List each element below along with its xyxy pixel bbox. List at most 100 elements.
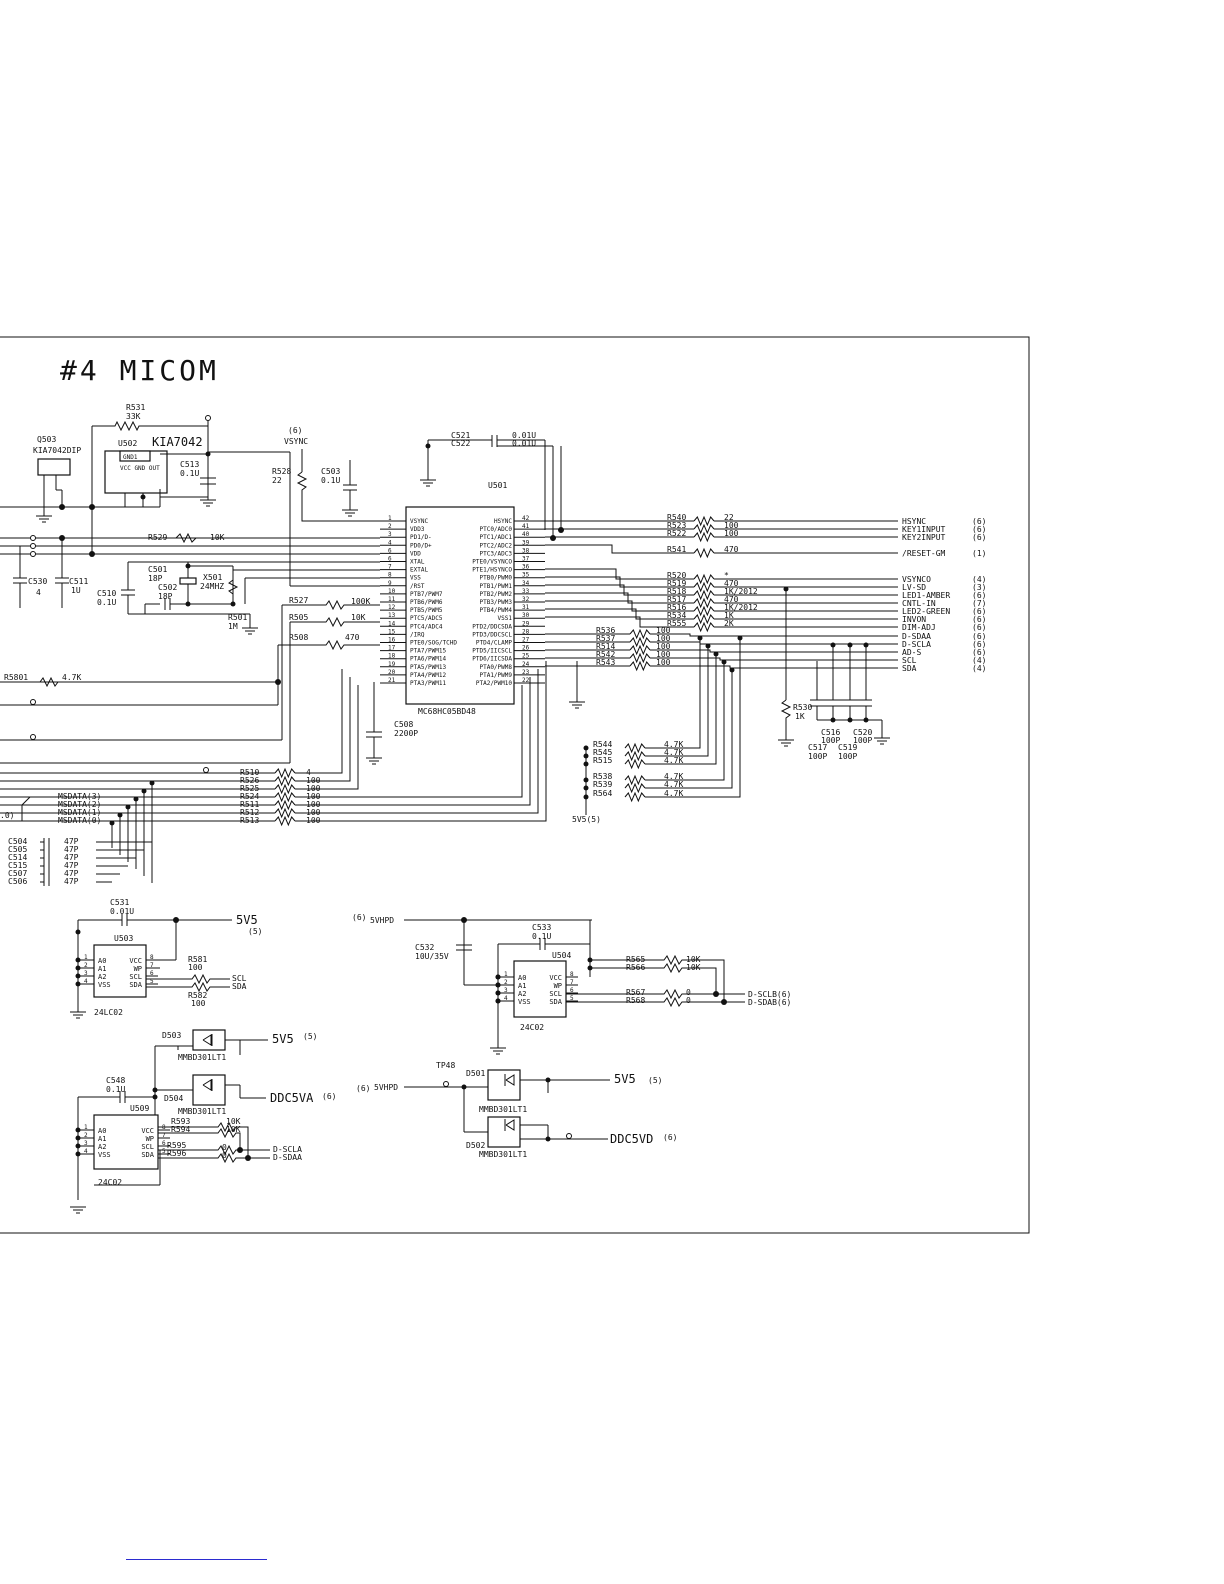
svg-text:0.01U: 0.01U [512, 431, 536, 440]
series-resistor-value: 1K [724, 611, 734, 620]
vdd-decoupling: C521 C522 0.01U 0.01U [420, 431, 564, 541]
svg-text:18P: 18P [148, 574, 163, 583]
svg-text:D-SCLA: D-SCLA [273, 1145, 302, 1154]
mcu-pin-name: PTD4/CLAMP [476, 640, 513, 647]
output-net-sheet: (6) [972, 640, 986, 649]
svg-text:0.1U: 0.1U [532, 932, 551, 941]
output-net-label: INVON [902, 615, 926, 624]
eeprom-pin-name: VSS [98, 1151, 111, 1159]
pullup-ref: R539 [593, 780, 612, 789]
pullup-value: 4.7K [664, 740, 683, 749]
eeprom-pin-name: VCC [141, 1127, 154, 1135]
mcu-pin-name: PTC3/ADC3 [479, 550, 512, 557]
cap-47p-ref: C505 [8, 845, 27, 854]
series-resistor-ref: R534 [667, 611, 686, 620]
eeprom-pin-number: 8 [570, 971, 574, 978]
mcu-pin-name: PTA7/PWM15 [410, 648, 447, 655]
svg-text:(5): (5) [248, 927, 262, 936]
right-output-nets: HSYNC(6)KEY1INPUT(6)KEY2INPUT(6)/RESET-G… [545, 513, 986, 673]
mcu-pin-number: 23 [522, 669, 530, 676]
q503-package [37, 458, 71, 476]
cap-47p-value: 47P [64, 869, 79, 878]
mcu-pin-name: PTC4/ADC4 [410, 623, 443, 630]
svg-text:D502: D502 [466, 1141, 485, 1150]
eeprom-pin-number: 3 [84, 1140, 88, 1147]
mcu-pin-name: /IRQ [410, 631, 425, 638]
mcu-pin-name: VSS1 [498, 615, 513, 622]
series-resistor-ref: R520 [667, 571, 686, 580]
svg-text:R528: R528 [272, 467, 291, 476]
series-resistor-ref: R555 [667, 619, 686, 628]
cap-47p-value: 47P [64, 877, 79, 886]
mcu-pin-number: 12 [388, 604, 396, 611]
output-net-label: LED2-GREEN [902, 607, 950, 616]
series-resistor-ref: R516 [667, 603, 686, 612]
eeprom-pin-name: A2 [98, 1143, 106, 1151]
mcu-pin-number: 4 [388, 539, 392, 546]
mcu-pin-name: PTB1/PWM1 [479, 583, 512, 590]
svg-text:KIA7042: KIA7042 [152, 435, 203, 449]
mcu-pin-number: 6 [388, 556, 392, 563]
series-resistor-value: 470 [724, 595, 739, 604]
svg-text:C501: C501 [148, 565, 167, 574]
series-resistor-value: 470 [724, 579, 739, 588]
eeprom-pin-name: SDA [549, 998, 562, 1006]
svg-text:DDC5VA: DDC5VA [270, 1091, 314, 1105]
series-resistor-value: 1K/2012 [724, 587, 758, 596]
mcu-pin-number: 13 [388, 612, 396, 619]
mcu-pin-number: 24 [522, 661, 530, 668]
svg-text:(6): (6) [352, 913, 366, 922]
series-resistor-value: 100 [656, 658, 671, 667]
mcu-pin-number: 8 [388, 572, 392, 579]
eeprom-pin-name: SDA [141, 1151, 154, 1159]
svg-text:(6): (6) [322, 1092, 336, 1101]
cap-47p-value: 47P [64, 845, 79, 854]
eeprom-pin-number: 1 [84, 954, 88, 961]
svg-text:0.1U: 0.1U [180, 469, 199, 478]
svg-text:R595: R595 [167, 1141, 186, 1150]
pullup-value: 4.7K [664, 748, 683, 757]
mcu-pin-name: PTC0/ADC0 [479, 526, 512, 533]
output-net-sheet: (7) [972, 599, 986, 608]
svg-text:KIA7042DIP: KIA7042DIP [33, 446, 81, 455]
cap-47p-ref: C507 [8, 869, 27, 878]
svg-text:100P: 100P [808, 752, 827, 761]
svg-text:0: 0 [222, 1151, 227, 1160]
svg-text:MMBD301LT1: MMBD301LT1 [479, 1150, 527, 1159]
svg-text:10K: 10K [686, 963, 701, 972]
sheet-title: #4 MICOM [60, 354, 219, 387]
mcu-pin-name: PTB4/PWM4 [479, 607, 512, 614]
svg-text:R596: R596 [167, 1149, 186, 1158]
mcu-pin-number: 29 [522, 620, 530, 627]
series-resistor-value: 1K/2012 [724, 603, 758, 612]
pullup-value: 4.7K [664, 772, 683, 781]
svg-text:10K: 10K [351, 613, 366, 622]
svg-text:C502: C502 [158, 583, 177, 592]
svg-text:C513: C513 [180, 460, 199, 469]
svg-text:MMBD301LT1: MMBD301LT1 [479, 1105, 527, 1114]
vsync-input: (6) VSYNC R528 22 C503 0.1U [272, 426, 380, 522]
mcu-pin-name: PTC1/ADC1 [479, 534, 512, 541]
svg-text:(6): (6) [288, 426, 302, 435]
series-resistor-value: * [724, 571, 729, 580]
svg-text:100: 100 [191, 999, 206, 1008]
eeprom-u509: D503 5V5 (5) D504 MMBD301LT1 DDC5VA (6) … [70, 1029, 336, 1214]
svg-text:VCC GND OUT: VCC GND OUT [120, 465, 160, 472]
svg-text:4.7K: 4.7K [62, 673, 81, 682]
mcu-right-pins: 42HSYNC41PTC0/ADC040PTC1/ADC139PTC2/ADC2… [472, 515, 545, 687]
svg-text:24LC02: 24LC02 [94, 1008, 123, 1017]
svg-text:R501: R501 [228, 613, 247, 622]
eeprom-pin-name: VCC [549, 974, 562, 982]
eeprom-pin-name: SDA [129, 981, 142, 989]
svg-text:R567: R567 [626, 988, 645, 997]
svg-text:470: 470 [345, 633, 360, 642]
mcu-pin-name: PTA4/PWM12 [410, 672, 447, 679]
svg-text:C510: C510 [97, 589, 116, 598]
mcu-pin-number: 42 [522, 515, 530, 522]
mcu-pin-name: PTA5/PWM13 [410, 664, 447, 671]
mcu-pin-number: 40 [522, 531, 530, 538]
